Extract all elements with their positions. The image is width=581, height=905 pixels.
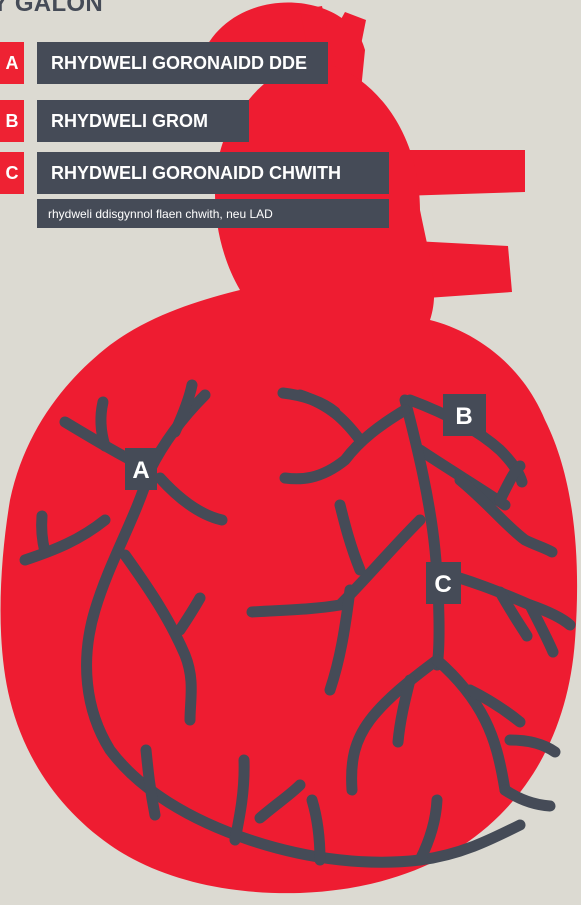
legend-code-a: A [0, 42, 24, 84]
legend-code-c: C [0, 152, 24, 194]
legend-item-b: B RHYDWELI GROM [0, 100, 249, 142]
legend-code-b: B [0, 100, 24, 142]
page-title: Y GALON [0, 0, 103, 18]
marker-a-label: A [132, 457, 149, 484]
rca-branch-left-twig [101, 402, 105, 446]
legend-item-c: C RHYDWELI GORONAIDD CHWITH [0, 152, 389, 194]
legend-label-b: RHYDWELI GROM [37, 100, 249, 142]
legend-label-c: RHYDWELI GORONAIDD CHWITH [37, 152, 389, 194]
marker-c: C [426, 562, 461, 604]
legend-note: rhydweli ddisgynnol flaen chwith, neu LA… [37, 199, 389, 228]
legend-item-a: A RHYDWELI GORONAIDD DDE [0, 42, 328, 84]
marker-b: B [443, 394, 486, 436]
marker-c-label: C [434, 571, 451, 598]
marker-b-label: B [455, 403, 472, 430]
legend-label-a: RHYDWELI GORONAIDD DDE [37, 42, 328, 84]
marker-a: A [125, 448, 157, 490]
rca-branch-far-left-twig [42, 516, 45, 552]
lad-lower-right-twig-2 [505, 790, 550, 806]
